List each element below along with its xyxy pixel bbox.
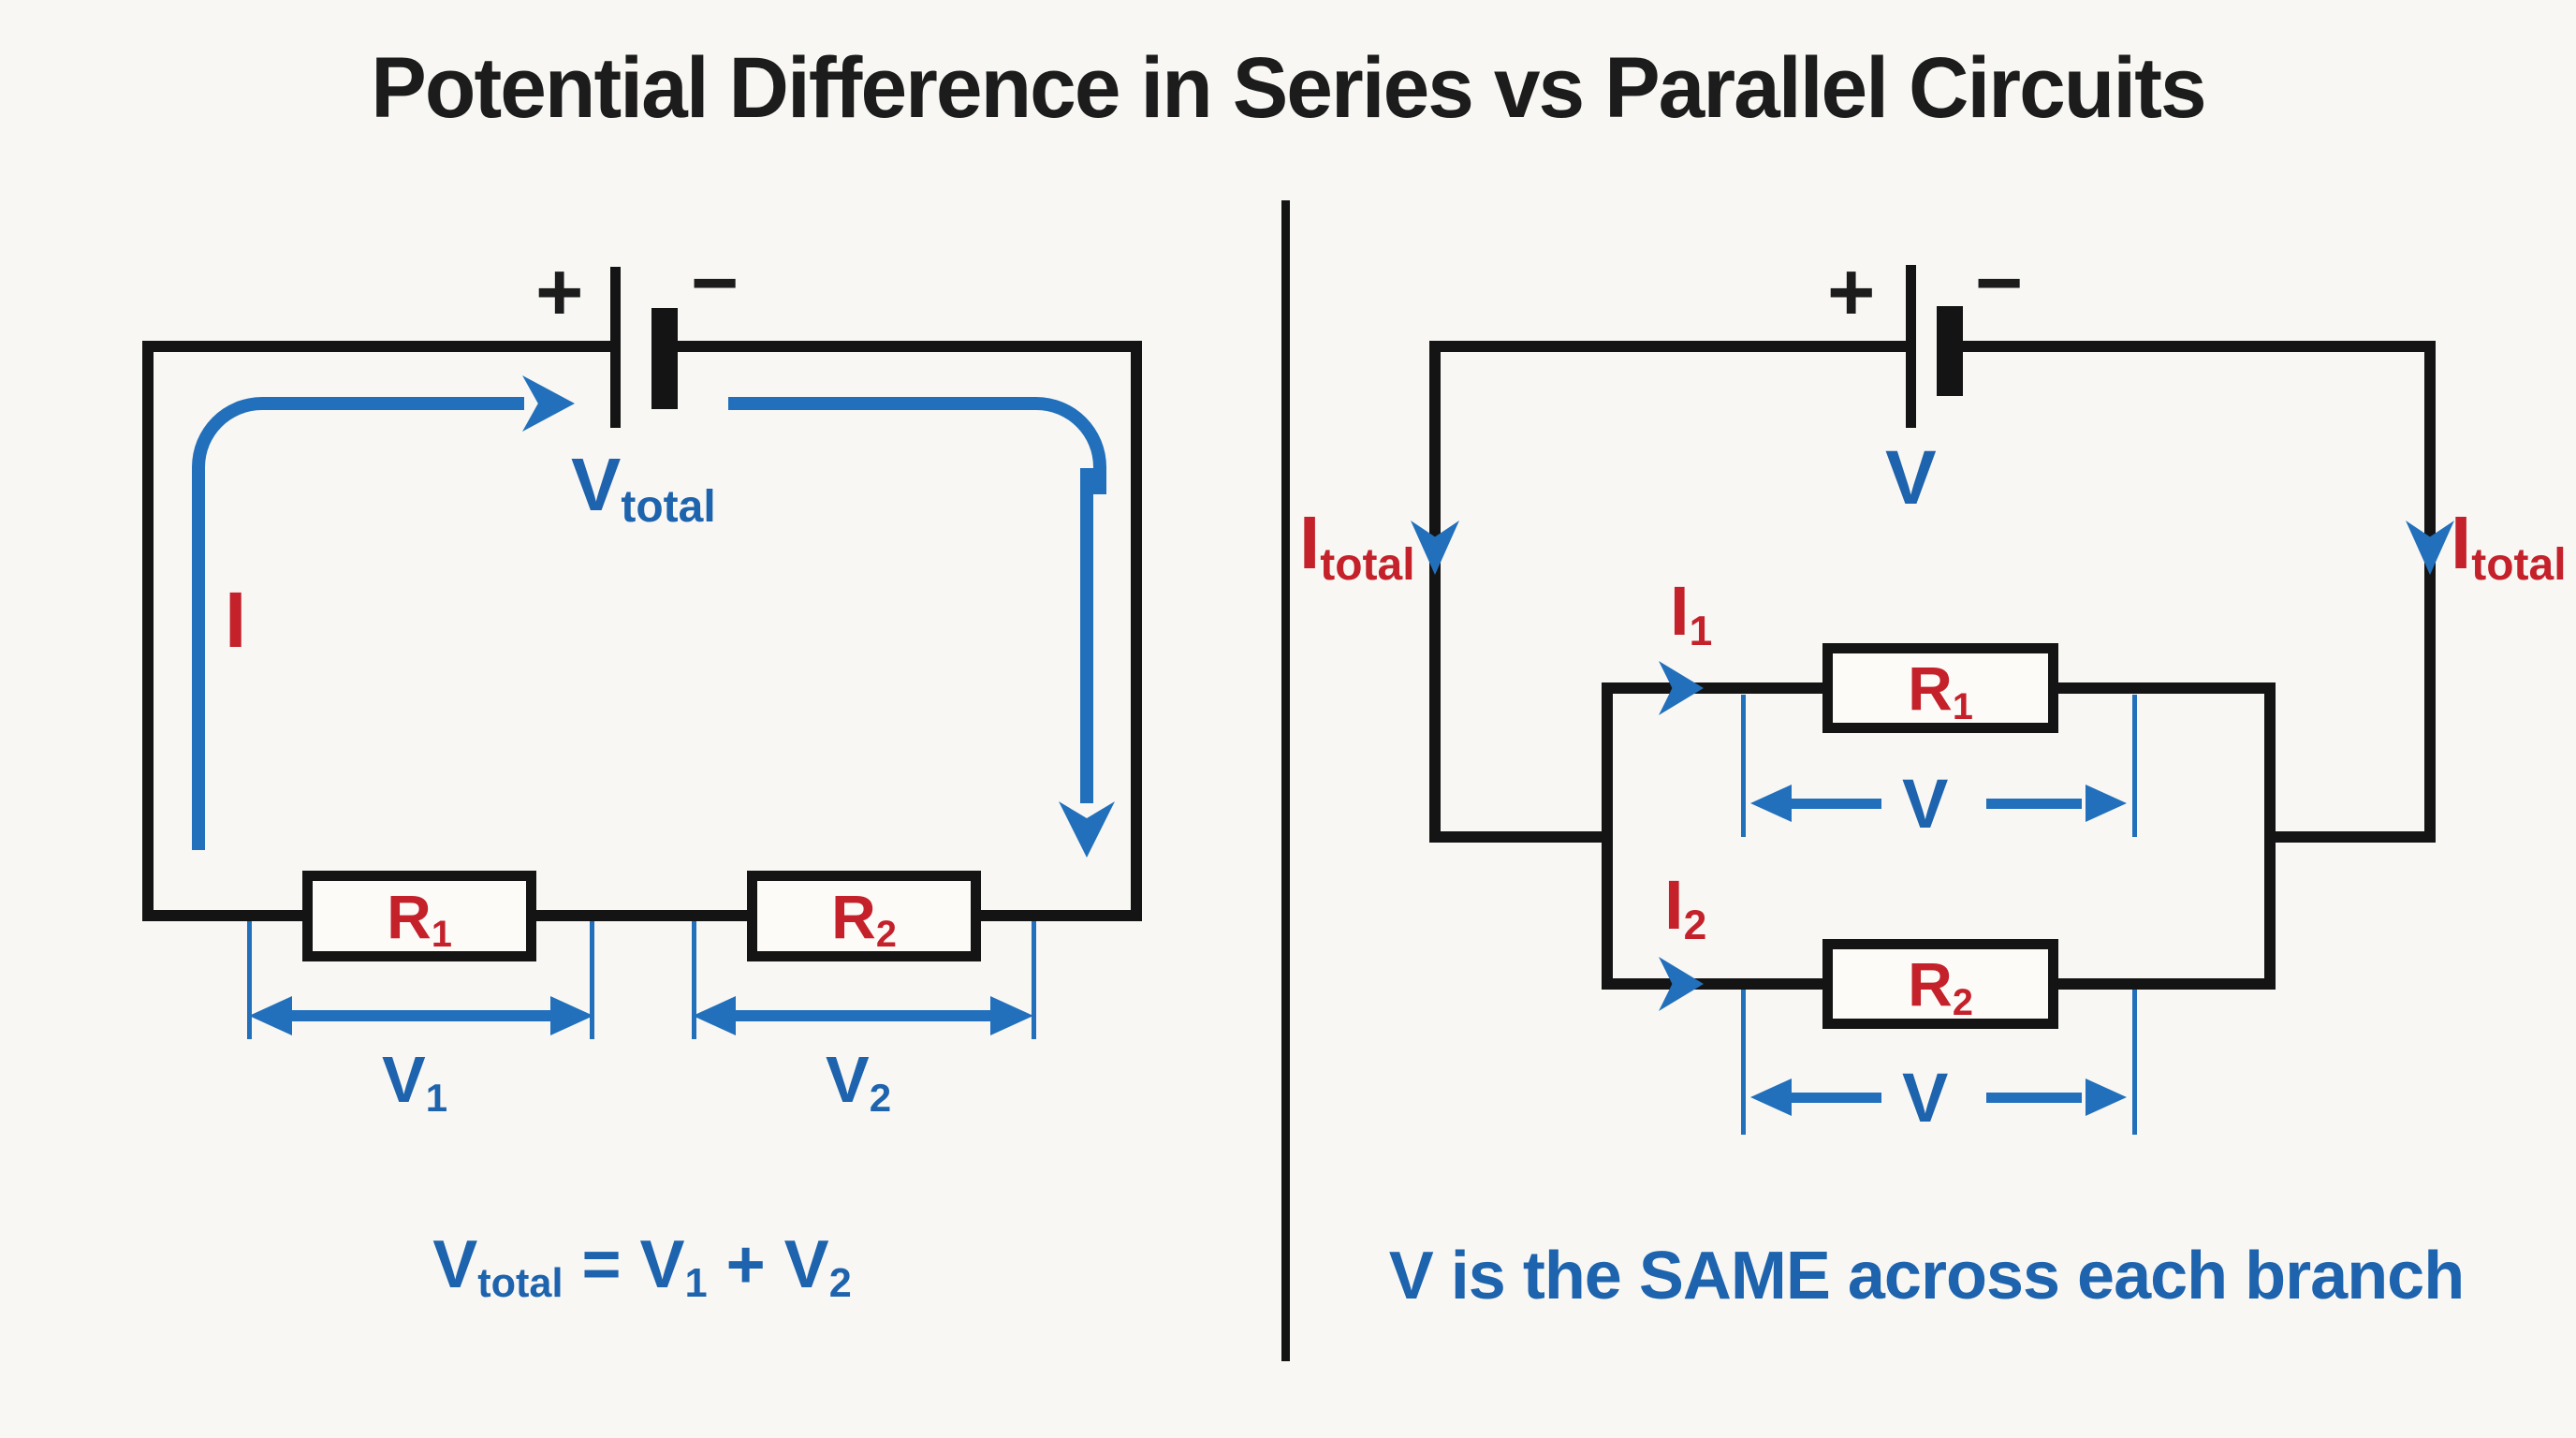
parallel-i1-label: I1 [1670,577,1712,653]
parallel-caption: V is the SAME across each branch [1388,1239,2465,1313]
series-current-path-left-segment [192,491,205,850]
parallel-left-junction-bus [1602,682,1613,990]
series-v1-arrow-shaft [286,1010,556,1021]
series-r1-label: R1 [387,886,452,953]
series-battery-positive-plate-icon [610,267,621,428]
parallel-r1-base: R [1908,653,1953,723]
parallel-plus-sign: + [1827,245,1876,338]
formula-term2-base: V [783,1227,829,1302]
parallel-left-wire [1429,341,1441,843]
series-source-voltage-sub: total [621,481,716,532]
parallel-itotal-left-sub: total [1320,539,1415,590]
parallel-r2-sub: 2 [1952,981,1973,1023]
parallel-top-wire-right [1962,341,2436,352]
parallel-top-wire-left [1429,341,1907,352]
parallel-source-voltage-label: V [1885,435,1937,521]
series-source-voltage-base: V [571,443,622,526]
parallel-r1-sub: 1 [1952,685,1973,727]
parallel-branch1-arrowhead-right-icon [2086,785,2127,822]
series-battery-gap [621,337,652,356]
parallel-branch2-arrow-shaft-left [1786,1093,1881,1103]
parallel-i2-label: I2 [1664,871,1706,946]
parallel-itotal-left-label: Itotal [1299,506,1415,588]
parallel-battery-positive-plate-icon [1906,265,1916,428]
series-v2-sub: 2 [869,1076,892,1121]
formula-term1-sub: 1 [684,1261,708,1307]
parallel-battery-negative-plate-icon [1937,306,1963,396]
parallel-i2-base: I [1664,866,1684,944]
parallel-left-connector-wire [1429,831,1613,843]
parallel-branch1-arrow-shaft-right [1986,799,2082,809]
formula-lhs-sub: total [477,1261,564,1307]
series-plus-sign: + [535,245,584,338]
series-r2-base: R [831,881,876,951]
parallel-branch1-v-label: V [1902,765,1949,843]
series-source-voltage-label: Vtotal [571,448,716,530]
parallel-i1-sub: 1 [1689,608,1713,654]
series-current-path-top-right-segment [728,397,1011,410]
parallel-resistor-r1: R1 [1822,643,2058,733]
parallel-right-connector-wire [2264,831,2436,843]
page-title: Potential Difference in Series vs Parall… [371,40,2206,136]
series-resistor-r1: R1 [302,871,536,961]
series-r2-label: R2 [831,886,897,953]
formula-lhs-base: V [432,1227,478,1302]
parallel-branch1-arrowhead-left-icon [1750,785,1792,822]
series-circuit: + − Vtotal I R1 R2 [0,0,1284,1438]
series-v1-tick-left [247,921,252,1039]
parallel-r1-label: R1 [1908,657,1973,725]
series-r2-sub: 2 [875,914,897,955]
parallel-itotal-right-sub: total [2471,539,2567,590]
series-v2-tick-left [692,921,696,1039]
formula-term2-sub: 2 [828,1261,852,1307]
parallel-itotal-left-base: I [1299,501,1321,584]
series-v2-dimension-arrow [693,996,1033,1035]
series-v1-dimension-arrow [249,996,593,1035]
parallel-branch2-tick-left [1741,990,1746,1135]
formula-equals: = [581,1227,622,1302]
series-current-path-right-segment [1080,468,1093,803]
series-minus-sign: − [691,236,739,329]
divider-line [1281,200,1290,1361]
parallel-itotal-right-base: I [2451,501,2472,584]
formula-plus: + [725,1227,766,1302]
series-v2-arrow-shaft [730,1010,996,1021]
parallel-branch1-arrow-shaft-left [1786,799,1881,809]
parallel-branch2-tick-right [2132,990,2137,1135]
series-v1-label: V1 [382,1047,447,1118]
parallel-i1-base: I [1670,572,1690,650]
series-formula: Vtotal = V1 + V2 [0,1226,1284,1307]
parallel-i2-sub: 2 [1683,902,1707,948]
parallel-branch2-arrow-shaft-right [1986,1093,2082,1103]
parallel-branch2-arrowhead-right-icon [2086,1078,2127,1116]
series-v2-label: V2 [826,1047,891,1118]
series-v1-sub: 1 [425,1076,448,1121]
parallel-branch1-tick-left [1741,695,1746,837]
formula-term1-base: V [639,1227,685,1302]
series-r1-sub: 1 [431,914,452,955]
series-v2-base: V [826,1043,870,1116]
series-v1-base: V [382,1043,426,1116]
parallel-branch1-tick-right [2132,695,2137,837]
parallel-right-wire [2424,341,2436,843]
series-v2-tick-right [1032,921,1036,1039]
parallel-branch2-arrowhead-left-icon [1750,1078,1792,1116]
series-r1-base: R [387,881,432,951]
parallel-minus-sign: − [1975,236,2024,329]
series-resistor-r2: R2 [747,871,981,961]
parallel-itotal-right-label: Itotal [2451,506,2567,588]
series-battery-negative-plate-icon [651,308,678,409]
series-current-label: I [225,576,247,664]
parallel-resistor-r2: R2 [1822,939,2058,1029]
series-current-path-top-segment [288,397,524,410]
parallel-r2-base: R [1908,949,1953,1019]
series-v1-tick-right [590,921,594,1039]
parallel-branch2-v-label: V [1902,1059,1949,1137]
parallel-r2-label: R2 [1908,953,1973,1020]
parallel-right-junction-bus [2264,682,2276,990]
